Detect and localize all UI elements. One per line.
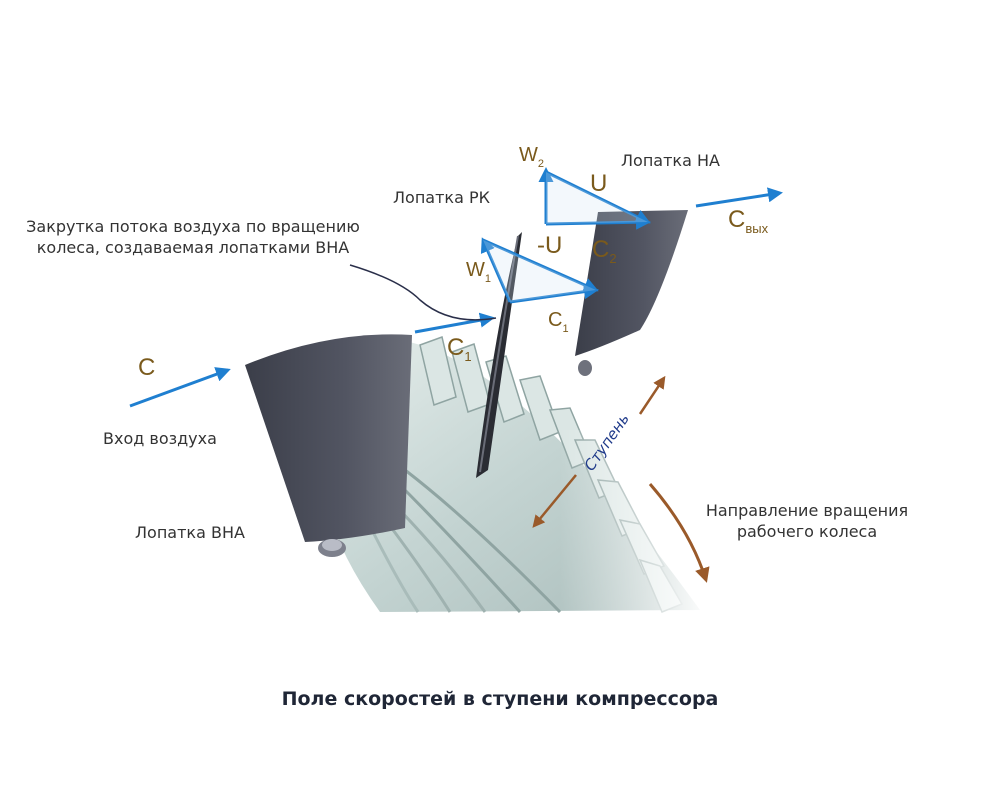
vna-blade-label: Лопатка ВНА [135, 523, 245, 542]
vector-u [545, 170, 651, 224]
stage-arrow-down [532, 474, 577, 528]
c1-inlet-sub: 1 [464, 349, 472, 364]
vector-label-w2: W2 [519, 143, 544, 176]
vector-label-u: U [590, 170, 608, 197]
vector-label-c1: C1 [548, 308, 569, 341]
c1-sub: 1 [562, 323, 569, 335]
w2-sub: 2 [537, 158, 545, 170]
rotor-wheel [321, 336, 710, 620]
velocity-vectors [129, 167, 783, 408]
rotation-arrow [648, 483, 710, 583]
air-inlet-label: Вход воздуха [103, 429, 217, 448]
vector-c [129, 367, 231, 408]
cout-sub: вых [745, 221, 769, 236]
vector-label-w1: W1 [466, 258, 491, 291]
w1-sub: 1 [484, 273, 492, 285]
c2-sub: 2 [609, 251, 617, 266]
rotation-label-line2: рабочего колеса [736, 522, 878, 541]
swirl-label-line2: колеса, создаваемая лопатками ВНА [36, 238, 350, 257]
swirl-leader-line [349, 264, 497, 321]
figure-caption: Поле скоростей в ступени компрессора [281, 688, 719, 710]
cout-base: C [728, 206, 746, 233]
vector-minus-u [482, 238, 599, 293]
rotation-label-line1: Направление вращения [705, 501, 909, 520]
c1-base: C [548, 309, 563, 331]
swirl-label-line1: Закрутка потока воздуха по вращению [26, 217, 360, 236]
vector-label-minus-u: -U [537, 232, 563, 259]
vector-c1 [509, 284, 599, 304]
na-blade-label: Лопатка НА [621, 151, 720, 170]
vector-label-c1-inlet: C1 [447, 336, 472, 369]
w1-base: W [466, 259, 485, 281]
c2-base: C [592, 236, 610, 263]
rk-blade-shape [476, 232, 522, 478]
vector-label-c-out: Cвых [728, 208, 768, 241]
w2-base: W [519, 144, 538, 166]
vector-c-out [695, 187, 783, 208]
vector-c2 [545, 214, 651, 230]
rk-blade-label: Лопатка РК [393, 188, 490, 207]
stage-arrows [532, 375, 666, 528]
vna-blade-shape [245, 334, 412, 557]
na-blade-shape [575, 210, 688, 376]
vector-label-c: C [138, 354, 156, 381]
rotation-label: Направление вращения рабочего колеса [696, 500, 918, 542]
swirl-label: Закрутка потока воздуха по вращению коле… [18, 216, 368, 258]
stage-arrow-up [638, 375, 666, 415]
vector-label-c2: C2 [592, 238, 617, 271]
vector-w1 [480, 237, 512, 303]
c1-inlet-base: C [447, 334, 465, 361]
